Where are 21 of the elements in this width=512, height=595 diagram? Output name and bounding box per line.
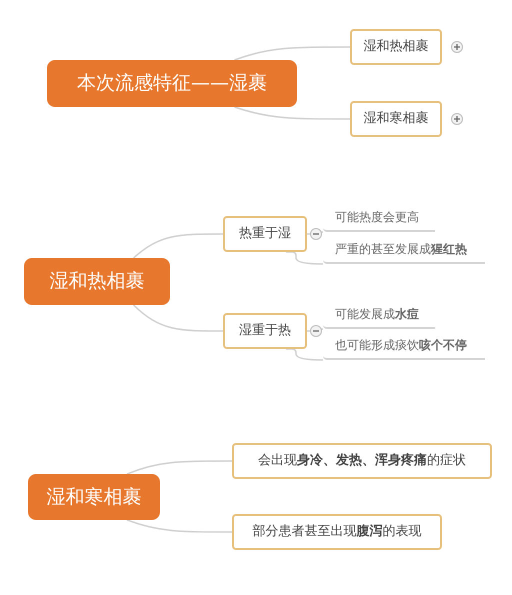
topic-box: 热重于湿	[223, 216, 307, 252]
central-topic-box: 湿和寒相裹	[28, 474, 160, 520]
connector-line	[234, 46, 350, 61]
topic-box: 会出现身冷、发热、浑身疼痛的症状	[232, 443, 492, 479]
connector-line	[133, 304, 223, 332]
topic-box: 湿和寒相裹	[350, 101, 442, 137]
connector-line	[126, 519, 232, 533]
central-topic-box: 本次流感特征——湿裹	[47, 60, 297, 107]
connector-line	[286, 348, 323, 361]
subtopic-text: 严重的甚至发展成猩红热	[323, 240, 485, 264]
connector-line	[234, 106, 350, 120]
subtopic-text: 可能热度会更高	[323, 206, 435, 232]
subtopic-text: 可能发展成水痘	[323, 303, 435, 329]
connector-line	[126, 460, 232, 475]
topic-box: 部分患者甚至出现腹泻的表现	[232, 514, 442, 550]
connector-line	[286, 251, 323, 265]
connector-line	[133, 233, 223, 259]
topic-box: 湿和热相裹	[350, 29, 442, 65]
central-topic-box: 湿和热相裹	[24, 258, 170, 305]
topic-box: 湿重于热	[223, 313, 307, 349]
subtopic-text: 也可能形成痰饮咳个不停	[323, 336, 485, 360]
